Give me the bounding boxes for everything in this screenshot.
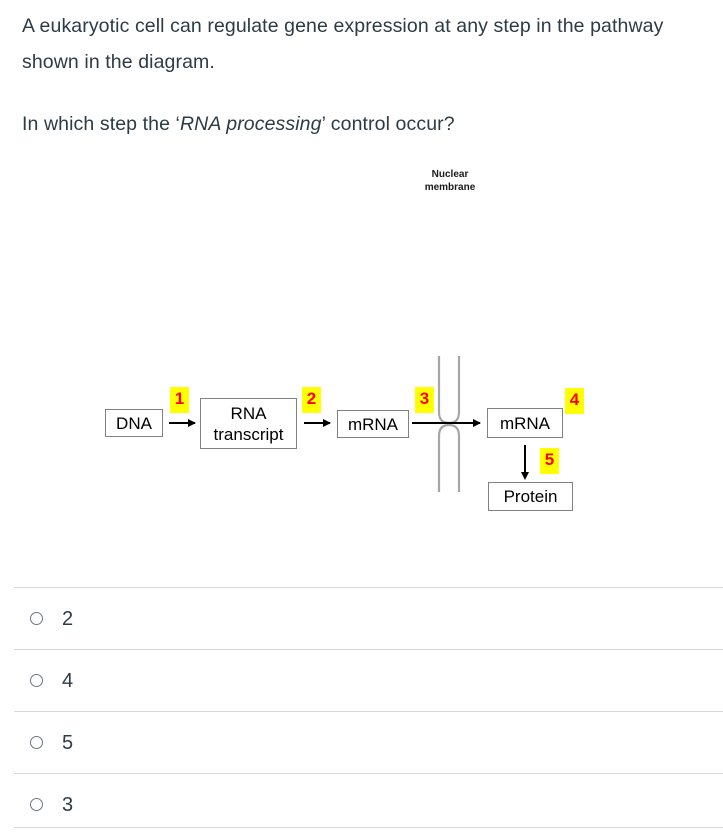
diagram-box-mrna-cytoplasm: mRNA [487,408,563,438]
question-paragraph-1: A eukaryotic cell can regulate gene expr… [22,15,664,73]
step-badge-5: 5 [540,448,559,474]
step-badge-4: 4 [565,388,584,414]
question-paragraph-2-suffix: ’ control occur? [321,113,455,135]
answer-option-2[interactable]: 4 [0,650,723,711]
arrow-mrna-through-nuclear-pore [412,419,481,427]
diagram-box-protein-label: Protein [503,487,558,506]
option-divider-3 [14,773,723,774]
question-paragraph-2: In which step the ‘RNA processing’ contr… [22,106,712,142]
radio-button-option-3[interactable] [30,736,43,749]
question-text-block: A eukaryotic cell can regulate gene expr… [22,8,712,142]
question-paragraph-2-prefix: In which step the ‘ [22,113,180,135]
nuclear-membrane-svg [437,356,461,492]
answer-option-1-label: 2 [62,607,74,630]
diagram-box-mrna-cytoplasm-label: mRNA [499,413,551,433]
answer-option-2-label: 4 [62,669,74,692]
answer-option-4-label: 3 [62,793,74,816]
nuclear-membrane-graphic [432,356,466,492]
question-paragraph-2-emphasis: RNA processing [180,113,322,135]
arrow-mrna-to-protein [521,445,529,480]
radio-button-option-4[interactable] [30,798,43,811]
option-divider-bottom [14,827,723,828]
option-divider-top [14,587,723,588]
diagram-box-rna-transcript-line1: RNA [230,403,267,423]
diagram-box-protein: Protein [488,482,573,511]
step-badge-3: 3 [415,387,434,413]
arrow-rna-transcript-to-mrna [304,419,331,427]
nuclear-membrane-label: Nuclear membrane [404,168,496,194]
diagram-box-dna: DNA [105,409,163,437]
step-badge-2: 2 [302,387,321,413]
diagram-box-dna-label: DNA [116,413,152,433]
answer-option-3[interactable]: 5 [0,712,723,773]
nuclear-membrane-label-line1: Nuclear [431,169,469,180]
answer-option-3-label: 5 [62,731,74,754]
diagram-box-rna-transcript: RNA transcript [200,398,297,449]
radio-button-option-2[interactable] [30,674,43,687]
step-badge-1: 1 [170,387,189,413]
arrow-dna-to-rna-transcript [169,419,196,427]
diagram-box-rna-transcript-line2: transcript [213,424,284,444]
option-divider-2 [14,711,723,712]
answer-option-4[interactable]: 3 [0,774,723,835]
diagram-box-mrna-nuclear-label: mRNA [347,414,399,434]
membrane-pore-upper [437,356,461,425]
option-divider-1 [14,649,723,650]
membrane-pore-lower [437,423,461,492]
gene-expression-pathway-diagram: Nuclear membrane DNA 1 RNA transcript 2 … [0,160,723,560]
radio-button-option-1[interactable] [30,612,43,625]
diagram-box-mrna-nuclear: mRNA [337,410,409,438]
answer-option-1[interactable]: 2 [0,588,723,649]
nuclear-membrane-label-line2: membrane [424,182,476,193]
